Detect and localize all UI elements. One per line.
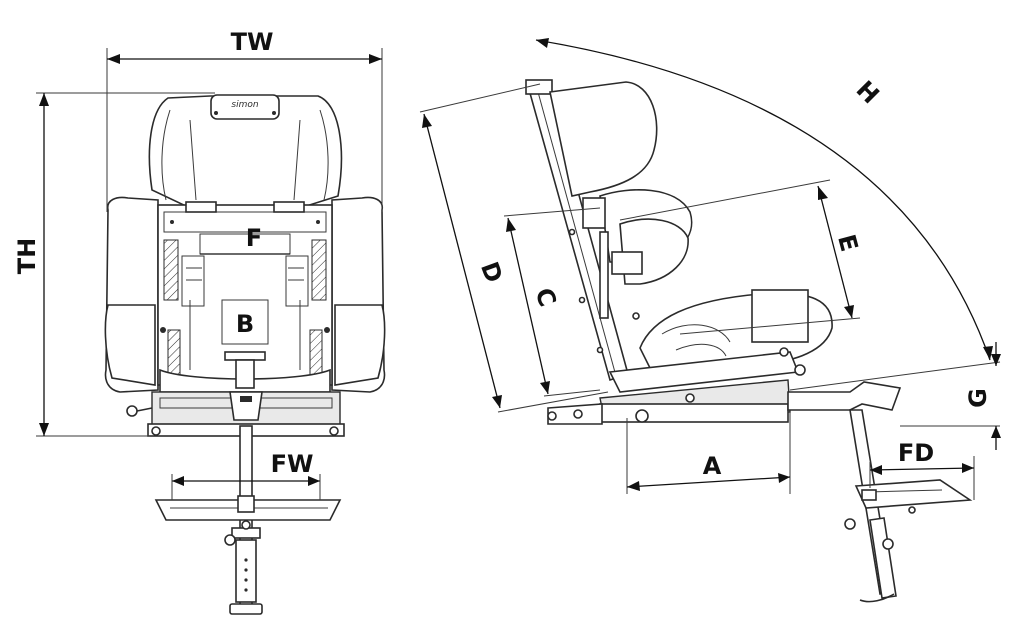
label-B: B bbox=[236, 310, 254, 338]
label-D: D bbox=[475, 258, 508, 286]
label-G: G bbox=[964, 388, 992, 408]
label-E: E bbox=[832, 231, 863, 254]
label-FD: FD bbox=[898, 439, 934, 467]
brand-plate bbox=[210, 94, 280, 120]
label-TH: TH bbox=[13, 238, 41, 274]
side-view: H bbox=[419, 38, 1001, 603]
label-H: H bbox=[851, 75, 885, 109]
front-view: simon F B bbox=[13, 28, 386, 615]
label-F: F bbox=[246, 224, 262, 252]
brand-logo-text: simon bbox=[231, 100, 258, 110]
label-C: C bbox=[529, 284, 561, 310]
label-A: A bbox=[703, 452, 722, 480]
label-FW: FW bbox=[271, 450, 314, 478]
label-TW: TW bbox=[231, 28, 274, 56]
